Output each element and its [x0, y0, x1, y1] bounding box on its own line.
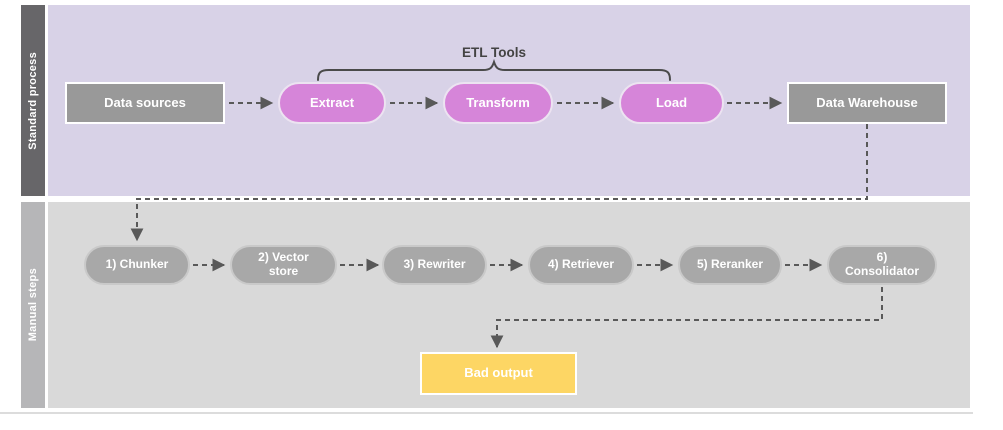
- lane-manual-steps-label: Manual steps: [27, 268, 39, 342]
- node-consolidator-label: 6) Consolidator: [845, 250, 919, 278]
- node-data-warehouse: Data Warehouse: [787, 82, 947, 124]
- bottom-divider: [0, 412, 973, 414]
- etl-tools-label: ETL Tools: [462, 45, 526, 60]
- lane-manual-steps-bar: Manual steps: [21, 202, 45, 408]
- node-retriever: 4) Retriever: [528, 245, 634, 285]
- node-transform: Transform: [443, 82, 553, 124]
- node-rewriter-label: 3) Rewriter: [403, 257, 466, 272]
- lane-standard-process-bar: Standard process: [21, 5, 45, 196]
- node-chunker: 1) Chunker: [84, 245, 190, 285]
- node-load: Load: [619, 82, 724, 124]
- node-consolidator: 6) Consolidator: [827, 245, 937, 285]
- node-data-sources-label: Data sources: [104, 94, 186, 110]
- lane-standard-process-label: Standard process: [27, 51, 39, 150]
- node-data-warehouse-label: Data Warehouse: [816, 94, 918, 110]
- node-vector-store-label: 2) Vector store: [258, 250, 309, 278]
- node-retriever-label: 4) Retriever: [547, 257, 615, 272]
- node-rewriter: 3) Rewriter: [382, 245, 487, 285]
- node-vector-store: 2) Vector store: [230, 245, 337, 285]
- node-chunker-label: 1) Chunker: [105, 257, 169, 272]
- node-load-label: Load: [655, 94, 688, 110]
- node-reranker-label: 5) Reranker: [696, 257, 764, 272]
- node-bad-output: Bad output: [420, 352, 577, 395]
- node-bad-output-label: Bad output: [464, 365, 533, 381]
- node-reranker: 5) Reranker: [678, 245, 782, 285]
- node-data-sources: Data sources: [65, 82, 225, 124]
- node-extract-label: Extract: [309, 94, 355, 110]
- node-extract: Extract: [278, 82, 386, 124]
- node-transform-label: Transform: [466, 94, 530, 110]
